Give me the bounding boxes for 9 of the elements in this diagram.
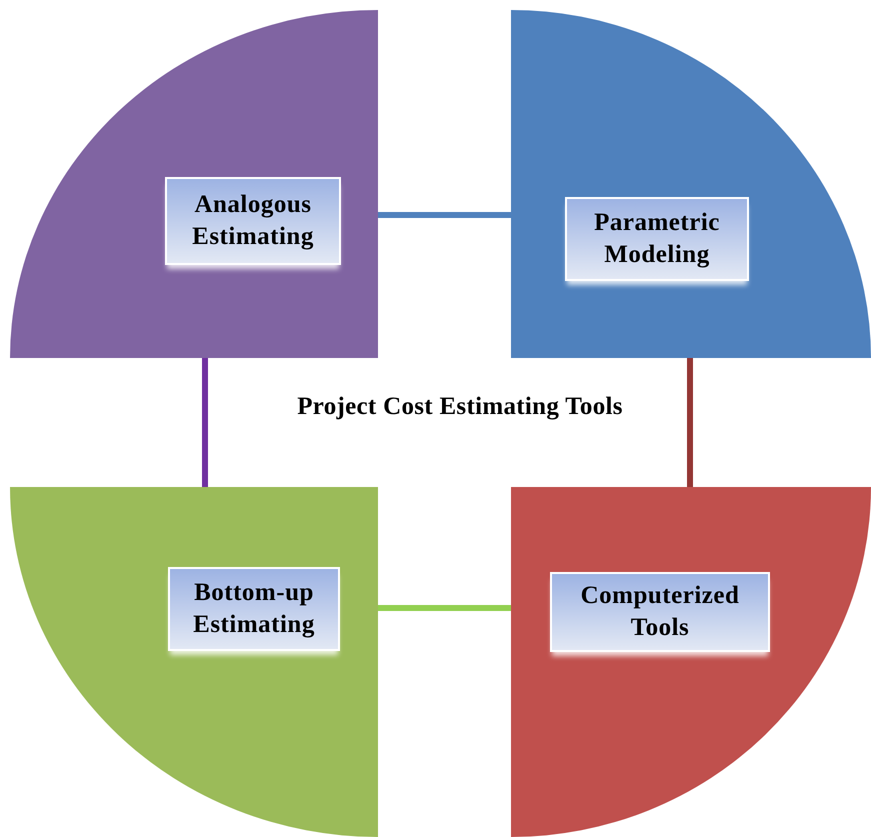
label-box: Computerized Tools (550, 572, 770, 652)
label-box: Analogous Estimating (165, 177, 341, 265)
connector-line (687, 358, 693, 487)
connector-line (202, 358, 208, 487)
connector-line (378, 605, 511, 611)
label-box: Parametric Modeling (565, 197, 749, 281)
diagram-title: Project Cost Estimating Tools (296, 393, 624, 421)
label-box: Bottom-up Estimating (168, 567, 340, 651)
connector-line (378, 212, 511, 218)
